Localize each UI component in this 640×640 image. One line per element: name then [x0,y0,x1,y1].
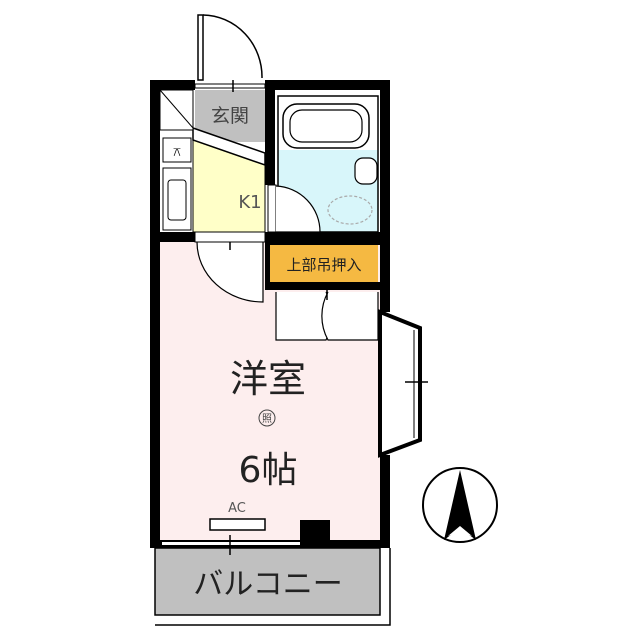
closet-doors [275,282,379,341]
western-room-label: 洋室 [230,357,306,401]
walls [150,80,390,548]
balcony-label: バルコニー [193,567,342,602]
balcony-floor [154,547,381,616]
closet-label: 上部吊押入 [286,256,361,274]
toilet [327,195,373,225]
kitchen-label: K1 [238,192,261,213]
bay-window [378,309,422,458]
lighting-symbol: 照 [262,413,272,425]
washbasin [354,157,378,185]
western-room-floor [160,242,380,540]
entry-door [197,14,263,81]
room-size-label: 6帖 [239,450,298,491]
washer-space [162,137,192,163]
washer-icon: ⚻ [173,145,181,159]
entrance-label: 玄関 [211,105,249,127]
closet-floor [270,245,378,282]
north-arrow-icon [422,467,498,543]
lighting-icon [258,409,276,427]
aircon-unit [209,518,266,531]
kitchen-sink [162,167,192,231]
aircon-label: AC [228,501,246,516]
bathtub [282,103,370,149]
bathtub-inner [289,109,363,143]
